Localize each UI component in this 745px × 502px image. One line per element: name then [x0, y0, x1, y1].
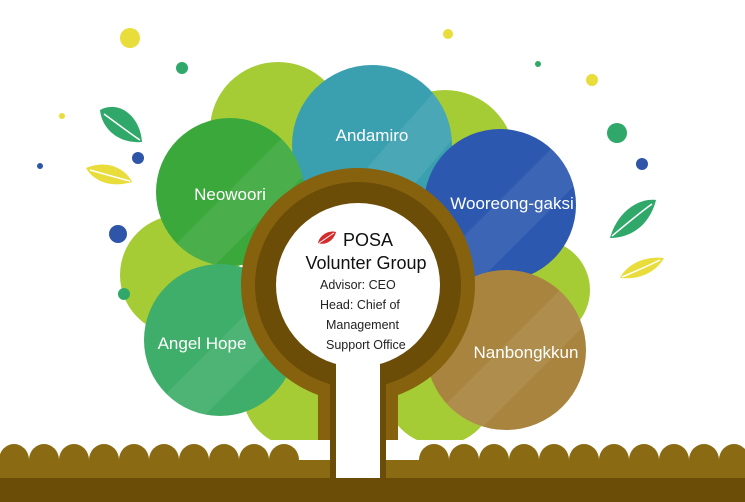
label-wooreong-gaksi: Wooreong-gaksi — [450, 194, 573, 213]
label-andamiro: Andamiro — [336, 126, 409, 145]
center-title: Volunter Group — [305, 253, 426, 273]
posa-logo-icon — [318, 231, 336, 244]
leaf-icon-left-green — [100, 106, 142, 143]
leaf-icon-right-green — [610, 199, 656, 238]
center-line-advisor: Advisor: CEO — [320, 278, 396, 292]
center-line-management: Management — [326, 318, 399, 332]
label-neowoori: Neowoori — [194, 185, 266, 204]
leaf-icon-right-yellow — [620, 257, 664, 279]
center-line-head: Head: Chief of — [320, 298, 400, 312]
center-brand: POSA — [343, 230, 393, 250]
center-line-support-office: Support Office — [326, 338, 406, 352]
center-panel: POSA Volunter Group Advisor: CEO Head: C… — [305, 230, 426, 352]
ground — [0, 440, 745, 502]
decorative-dots — [37, 28, 648, 300]
label-nanbongkkun: Nanbongkkun — [474, 343, 579, 362]
leaf-icon-left-yellow — [86, 164, 132, 185]
label-angel-hope: Angel Hope — [158, 334, 247, 353]
